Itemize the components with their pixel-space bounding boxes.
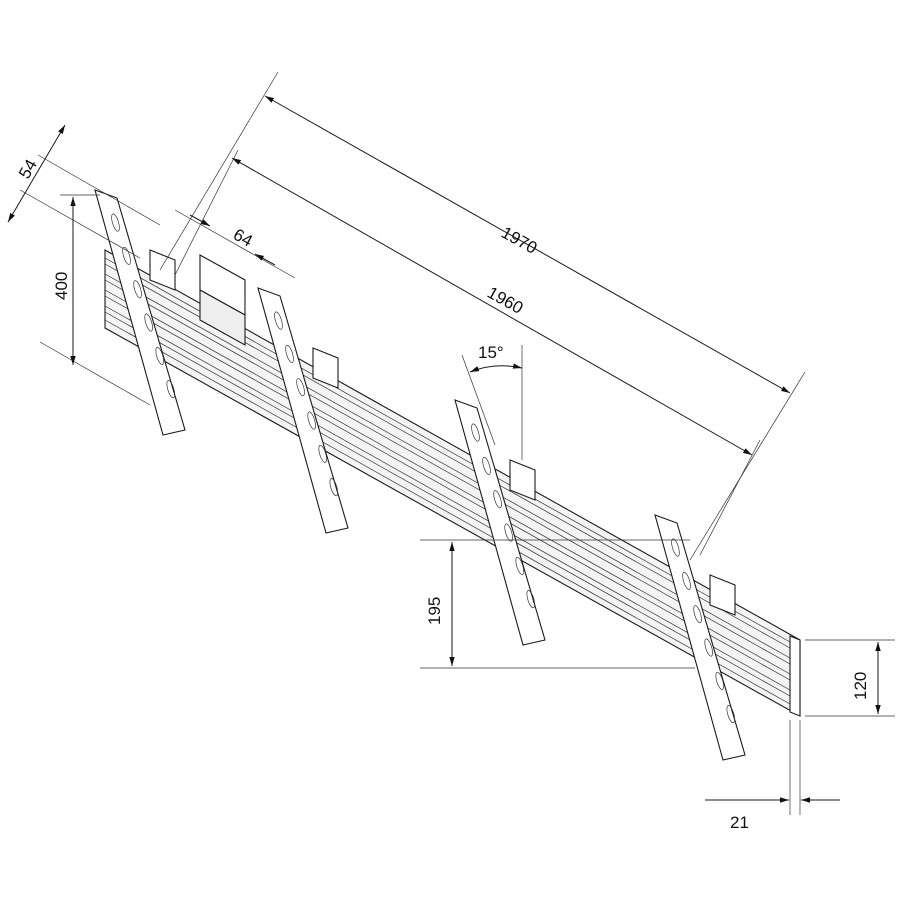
label-21: 21: [730, 813, 749, 832]
tilt-bracket: [94, 189, 186, 436]
rail-groove: [104, 319, 791, 705]
dim-1960: [231, 157, 753, 456]
label-54: 54: [15, 156, 41, 182]
rail-groove: [104, 311, 791, 697]
rail-groove: [104, 305, 791, 691]
label-15-deg: 15°: [478, 343, 504, 362]
label-64: 64: [230, 225, 256, 251]
rail-groove: [104, 279, 791, 665]
label-195: 195: [425, 597, 444, 625]
label-120: 120: [851, 672, 870, 700]
label-1970: 1970: [498, 223, 540, 258]
rail-groove: [104, 289, 791, 675]
rail-groove: [104, 273, 791, 659]
tilt-bracket: [454, 399, 546, 646]
dim-54: [7, 124, 66, 223]
tilt-bracket: [654, 514, 746, 761]
rail-groove: [104, 295, 791, 681]
dimension-lines: [7, 71, 895, 815]
rail-end-cap: [789, 635, 801, 717]
label-400: 400: [52, 272, 71, 300]
dim-15-deg: [469, 363, 523, 373]
label-1960: 1960: [484, 283, 526, 318]
